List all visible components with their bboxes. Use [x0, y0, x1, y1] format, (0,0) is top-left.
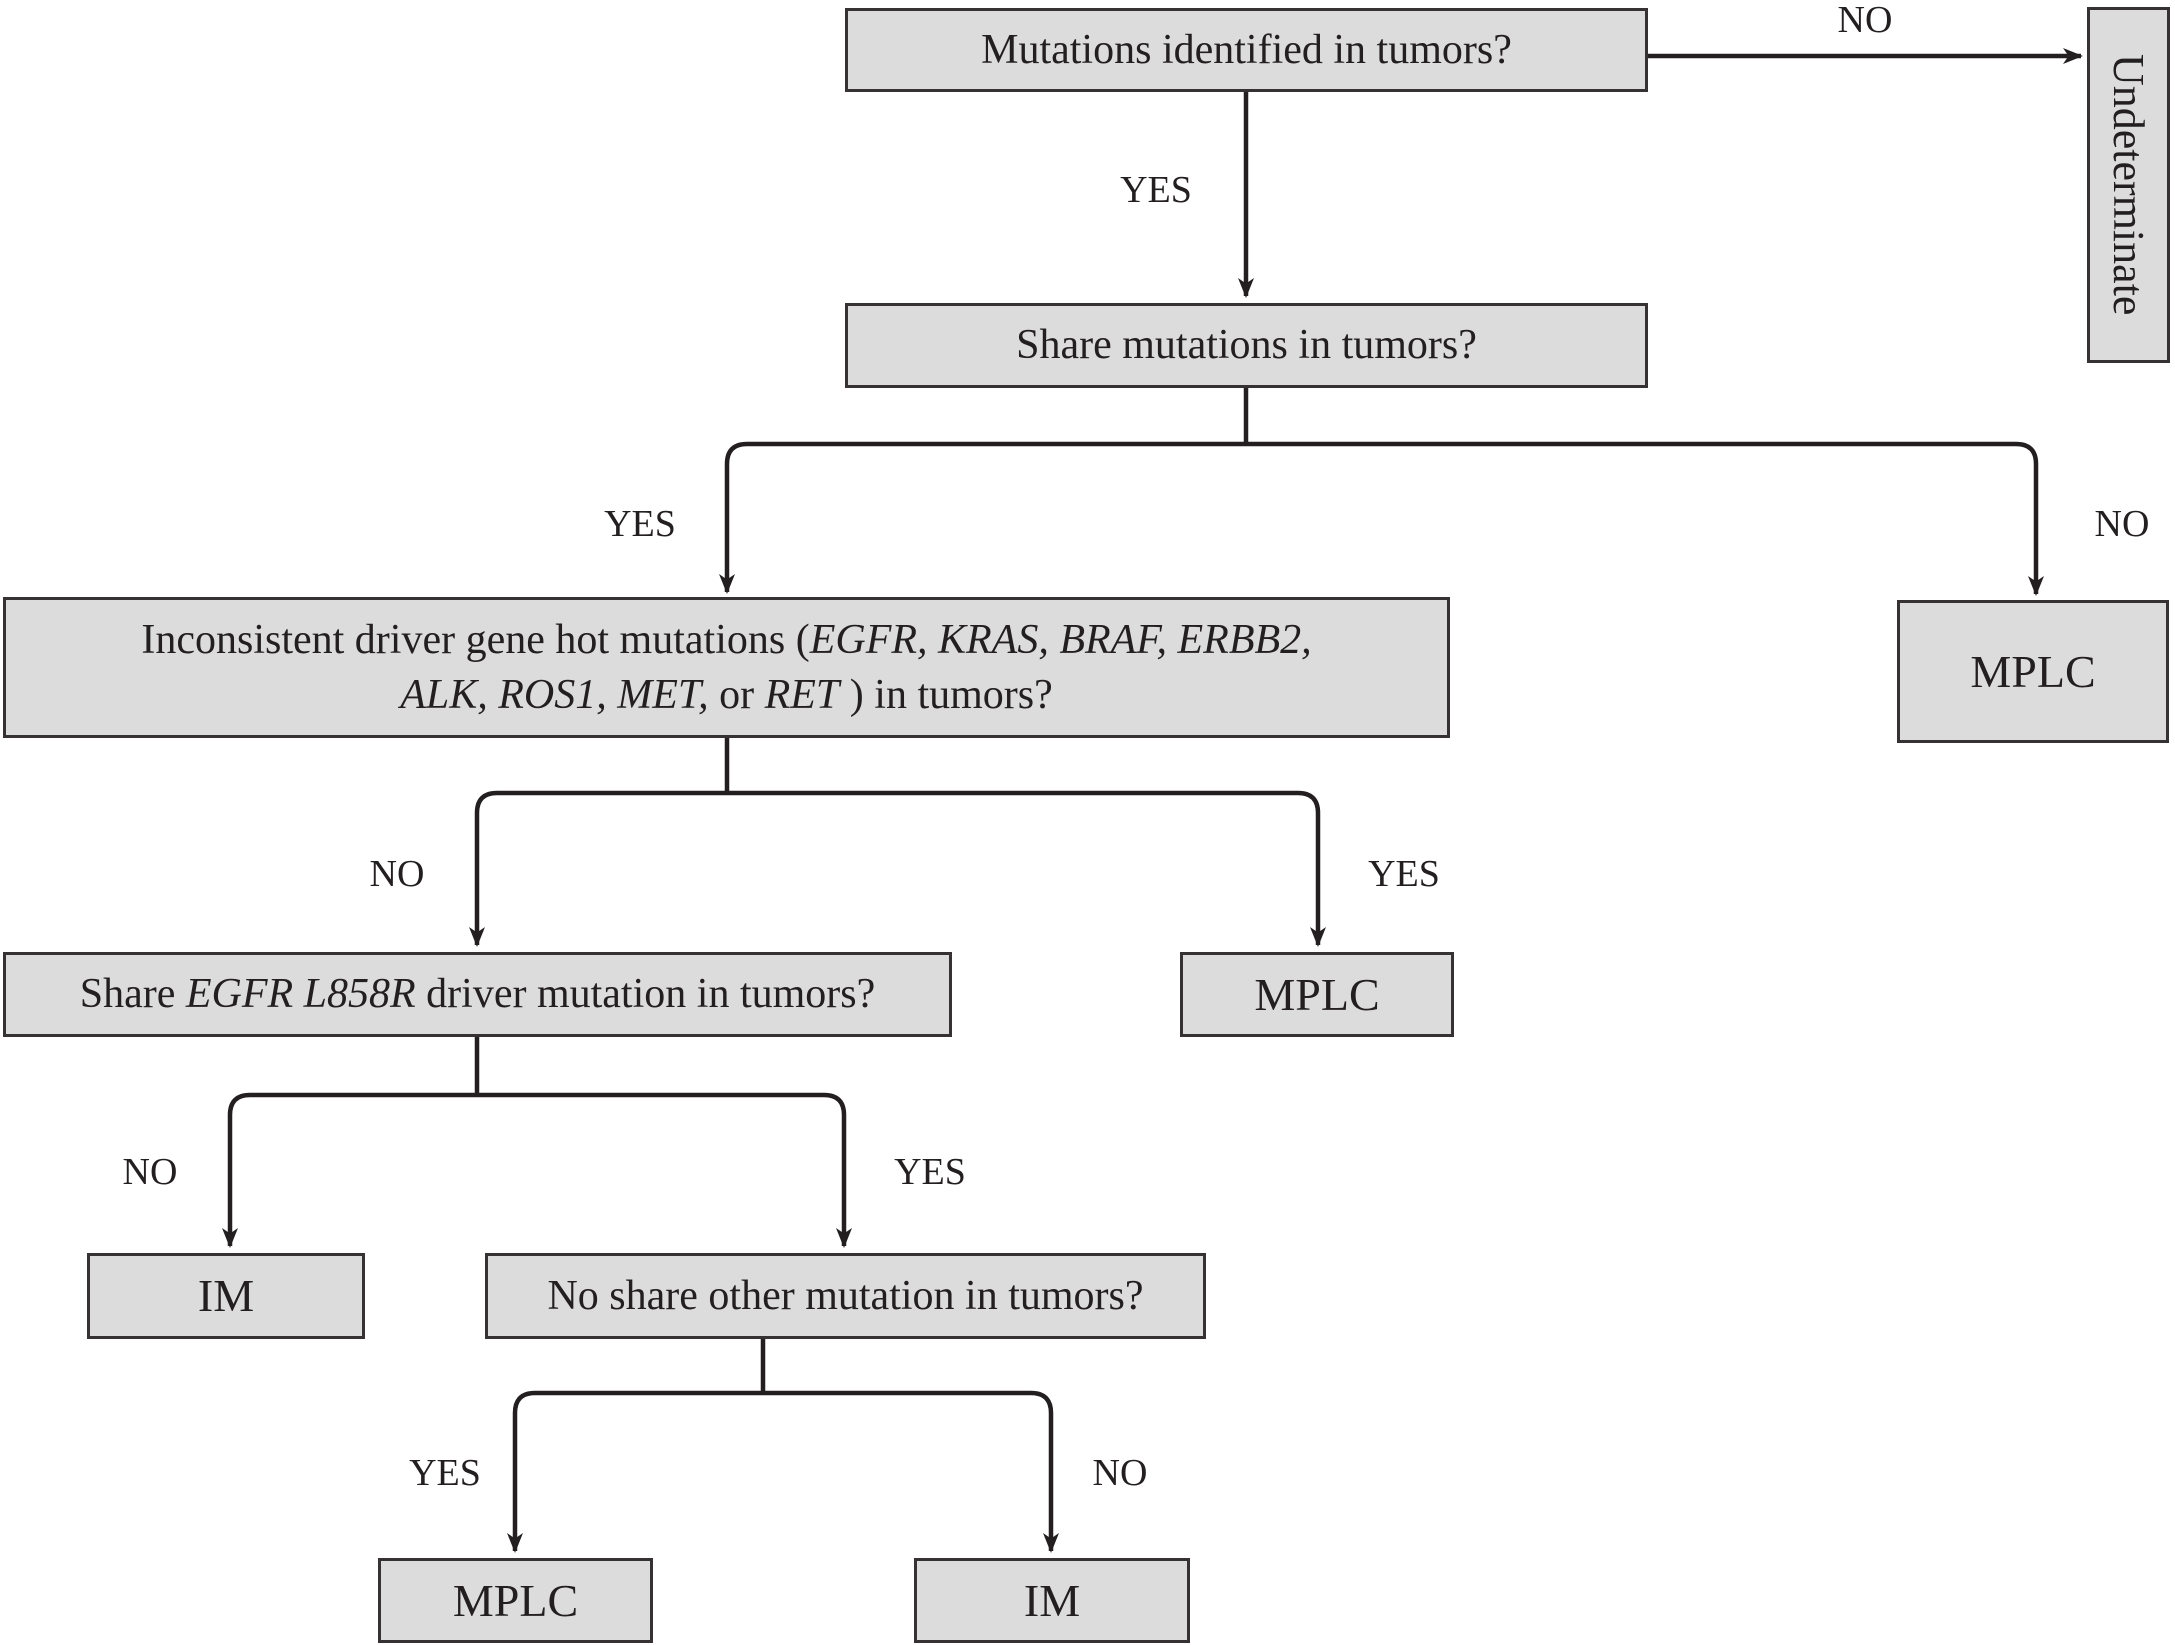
q3-line2-genes: ALK, ROS1, MET, — [400, 671, 709, 718]
decision-mutations-identified: Mutations identified in tumors? — [845, 8, 1648, 92]
edge-q3-yes-mplc — [727, 790, 1326, 947]
label-yes-branch1: YES — [604, 503, 676, 545]
q4-gene: EGFR L858R — [185, 971, 416, 1018]
label-yes-branch4: YES — [409, 1452, 481, 1494]
label-yes-branch2: YES — [1368, 853, 1440, 895]
label-no-branch2: NO — [369, 853, 425, 895]
edge-q2-yes-q3 — [719, 441, 1246, 594]
result-undeterminate-text: Undeterminate — [2104, 54, 2154, 316]
result-mplc-bottom-text: MPLC — [452, 1574, 579, 1626]
label-no-branch4: NO — [1092, 1452, 1148, 1494]
q4-plain1: Share — [79, 971, 186, 1018]
label-no-branch1: NO — [2094, 503, 2150, 545]
q3-line2-or: or — [708, 671, 765, 718]
q3-line2-ret: RET — [764, 671, 840, 718]
label-no-top: NO — [1837, 0, 1893, 41]
edge-q3-no-q4 — [469, 790, 727, 947]
label-yes-branch3: YES — [894, 1151, 966, 1193]
q3-line1-plain: Inconsistent driver gene hot mutations ( — [141, 616, 810, 663]
edge-q2-no-mplc — [1246, 441, 2044, 596]
decision-share-mutations: Share mutations in tumors? — [845, 303, 1648, 388]
decision-inconsistent-driver-genes-text: Inconsistent driver gene hot mutations (… — [141, 613, 1311, 722]
result-mplc-bottom: MPLC — [378, 1558, 653, 1643]
result-mplc-middle-text: MPLC — [1254, 968, 1380, 1020]
result-im-bottom-text: IM — [1023, 1574, 1081, 1626]
q3-line1-genes: EGFR, KRAS, BRAF, ERBB2, — [809, 616, 1312, 663]
result-im-left-text: IM — [197, 1270, 255, 1322]
q3-line2-tail: ) in tumors? — [839, 671, 1053, 718]
edge-q5-no-im — [763, 1390, 1059, 1553]
decision-share-egfr-l858r: Share EGFR L858R driver mutation in tumo… — [3, 952, 952, 1037]
label-yes-top: YES — [1120, 169, 1192, 211]
edge-q5-yes-mplc — [507, 1390, 763, 1553]
decision-mutations-identified-text: Mutations identified in tumors? — [981, 26, 1512, 73]
result-im-left: IM — [87, 1253, 365, 1339]
result-undeterminate: Undeterminate — [2087, 7, 2170, 363]
result-mplc-middle: MPLC — [1180, 952, 1454, 1037]
q4-plain2: driver mutation in tumors? — [415, 971, 876, 1018]
result-mplc-right: MPLC — [1897, 600, 2169, 743]
result-im-bottom: IM — [914, 1558, 1190, 1643]
decision-share-mutations-text: Share mutations in tumors? — [1016, 322, 1477, 369]
decision-share-egfr-l858r-text: Share EGFR L858R driver mutation in tumo… — [80, 967, 876, 1022]
edge-q4-yes-q5 — [477, 1092, 852, 1248]
label-no-branch3: NO — [122, 1151, 178, 1193]
decision-no-share-other-mutation-text: No share other mutation in tumors? — [547, 1272, 1144, 1319]
result-mplc-right-text: MPLC — [1970, 645, 2096, 697]
decision-inconsistent-driver-genes: Inconsistent driver gene hot mutations (… — [3, 597, 1450, 738]
edge-q4-no-im — [222, 1092, 477, 1248]
decision-no-share-other-mutation: No share other mutation in tumors? — [485, 1253, 1206, 1339]
